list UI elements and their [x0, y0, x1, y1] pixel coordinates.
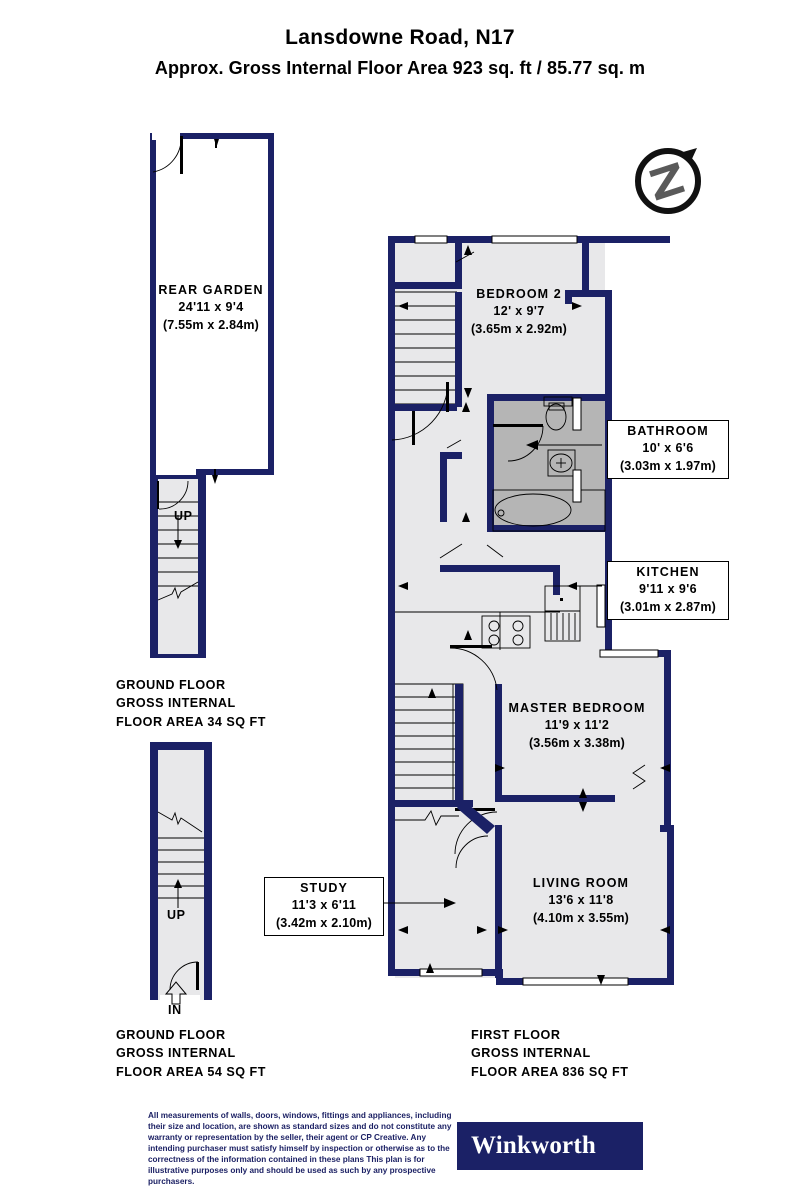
callout-leaders	[375, 440, 602, 908]
master-bedroom-area	[449, 645, 659, 802]
lower-stair-block	[150, 742, 212, 1005]
brand-name: Winkworth	[471, 1132, 596, 1159]
floor-caption-ground-upper: GROUND FLOOR GROSS INTERNAL FLOOR AREA 3…	[116, 678, 266, 729]
page-title: Lansdowne Road, N17	[285, 26, 515, 49]
room-label-bedroom-2: BEDROOM 2 12' x 9'7 (3.65m x 2.92m)	[434, 287, 604, 337]
study-area	[395, 683, 495, 977]
room-name: REAR GARDEN	[158, 283, 264, 297]
room-imperial: 11'9 x 11'2	[544, 718, 610, 733]
room-name: BEDROOM 2	[476, 287, 562, 301]
room-metric: (3.01m x 2.87m)	[619, 599, 717, 614]
window	[414, 235, 578, 244]
room-imperial: 11'3 x 6'11	[291, 898, 357, 913]
entrance-marker: IN	[168, 1003, 182, 1017]
room-label-rear-garden: REAR GARDEN 24'11 x 9'4 (7.55m x 2.84m)	[126, 283, 296, 333]
stair-up-marker-lower: UP	[167, 908, 186, 922]
callout-kitchen: KITCHEN 9'11 x 9'6 (3.01m x 2.87m)	[607, 561, 729, 620]
upper-stair-block	[150, 469, 274, 658]
room-label-living-room: LIVING ROOM 13'6 x 11'8 (4.10m x 3.55m)	[498, 876, 664, 926]
room-metric: (3.56m x 3.38m)	[528, 735, 626, 750]
title-block: Lansdowne Road, N17 Approx. Gross Intern…	[0, 26, 800, 79]
floor-caption-ground-lower: GROUND FLOOR GROSS INTERNAL FLOOR AREA 5…	[116, 1028, 266, 1079]
floor-caption-first-floor: FIRST FLOOR GROSS INTERNAL FLOOR AREA 83…	[471, 1028, 629, 1079]
bathroom-area	[440, 394, 606, 532]
stair-up-marker-upper: UP	[174, 509, 193, 523]
room-metric: (7.55m x 2.84m)	[162, 317, 260, 332]
room-imperial: 9'11 x 9'6	[639, 582, 697, 597]
room-metric: (3.65m x 2.92m)	[470, 321, 568, 336]
room-metric: (3.42m x 2.10m)	[275, 915, 373, 930]
winkworth-logo: Winkworth	[457, 1122, 643, 1170]
callout-study: STUDY 11'3 x 6'11 (3.42m x 2.10m)	[264, 877, 384, 936]
room-name: BATHROOM	[627, 424, 709, 438]
room-metric: (4.10m x 3.55m)	[532, 910, 630, 925]
room-name: STUDY	[300, 881, 348, 895]
living-room-area	[454, 808, 629, 986]
room-metric: (3.03m x 1.97m)	[619, 458, 717, 473]
room-imperial: 10' x 6'6	[642, 441, 694, 456]
room-name: LIVING ROOM	[532, 876, 630, 890]
room-imperial: 13'6 x 11'8	[548, 893, 614, 908]
room-imperial: 12' x 9'7	[493, 304, 545, 319]
legal-disclaimer: All measurements of walls, doors, window…	[148, 1111, 452, 1186]
page-subtitle: Approx. Gross Internal Floor Area 923 sq…	[154, 58, 646, 78]
room-name: MASTER BEDROOM	[508, 701, 646, 715]
dimension-ticks	[398, 245, 670, 985]
window-tick	[212, 475, 218, 484]
room-label-master-bedroom: MASTER BEDROOM 11'9 x 11'2 (3.56m x 3.38…	[488, 701, 666, 751]
callout-bathroom: BATHROOM 10' x 6'6 (3.03m x 1.97m)	[607, 420, 729, 479]
room-imperial: 24'11 x 9'4	[178, 300, 244, 315]
hall-walls	[439, 543, 560, 595]
room-name: KITCHEN	[636, 565, 700, 579]
north-compass-icon	[635, 148, 701, 214]
